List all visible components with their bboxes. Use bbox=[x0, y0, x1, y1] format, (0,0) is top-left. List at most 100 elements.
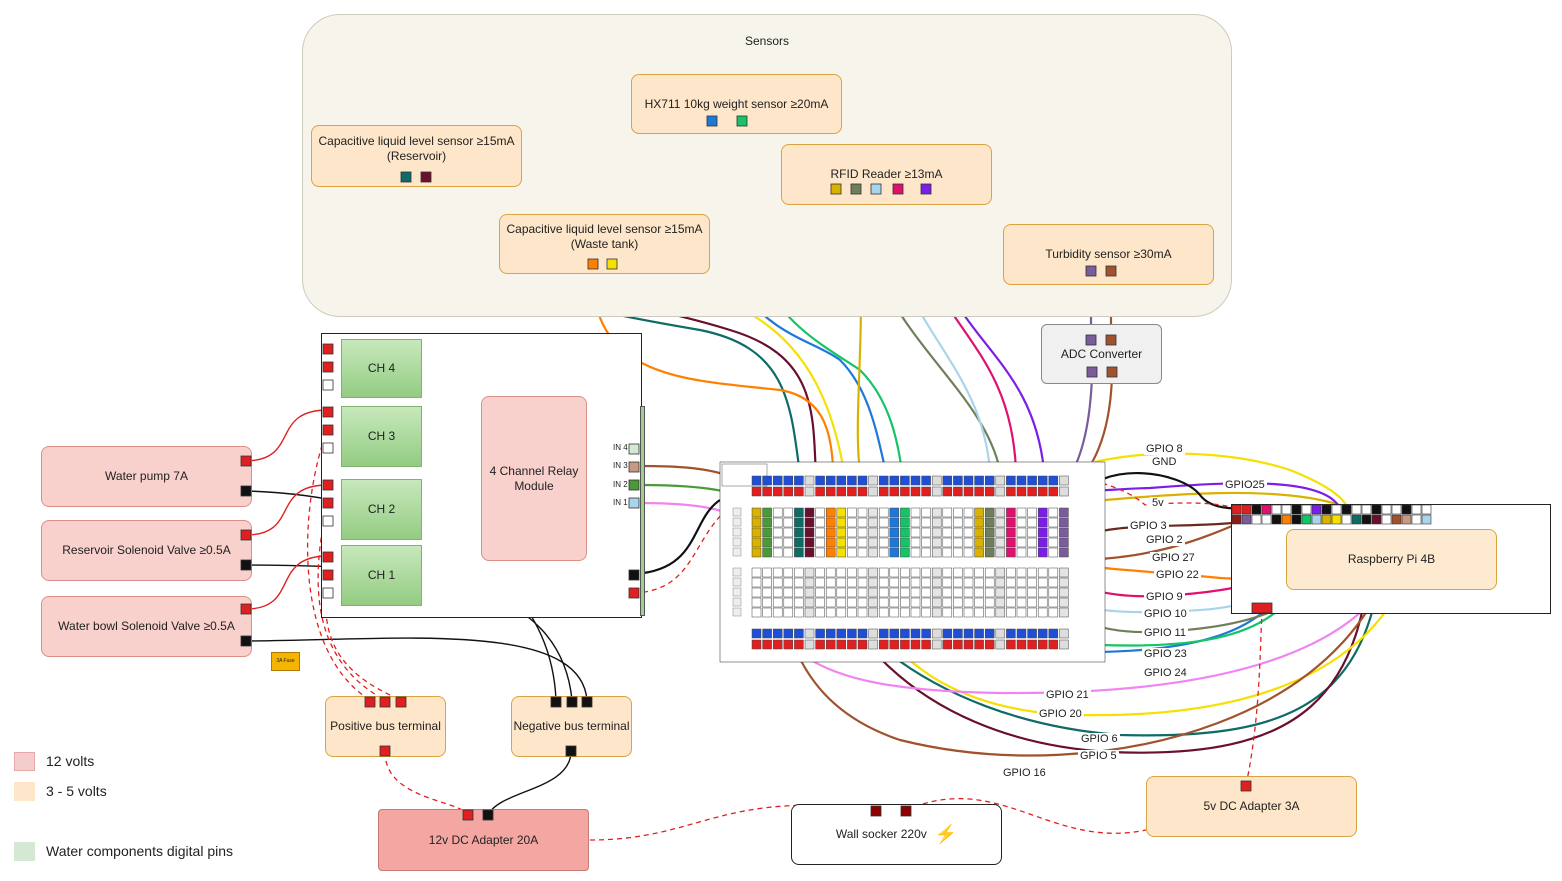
legend-35v-swatch bbox=[14, 782, 35, 801]
wall-socket-label: Wall socker 220v bbox=[835, 827, 927, 841]
pi-pin bbox=[1361, 504, 1372, 515]
pi-pin bbox=[1251, 504, 1262, 515]
gpio27-label: GPIO 27 bbox=[1150, 552, 1197, 564]
pi-pin bbox=[1421, 514, 1432, 525]
turbidity-label: Turbidity sensor ≥30mA bbox=[1045, 247, 1172, 261]
pi-pin bbox=[1411, 504, 1422, 515]
legend-digital-label: Water components digital pins bbox=[46, 843, 234, 859]
relay-channel-1: CH 1 bbox=[341, 545, 422, 606]
pi-pin bbox=[1391, 504, 1402, 515]
adc-converter[interactable]: ADC Converter bbox=[1041, 324, 1162, 384]
dc-adapter-5v[interactable]: 5v DC Adapter 3A bbox=[1146, 776, 1357, 837]
relay-input-strip bbox=[640, 406, 645, 616]
gpio20-label: GPIO 20 bbox=[1037, 708, 1084, 720]
capacitive-sensor-waste[interactable]: Capacitive liquid level sensor ≥15mA (Wa… bbox=[499, 214, 710, 274]
relay-channel-3-label: CH 3 bbox=[367, 429, 396, 443]
adapter-12v-label: 12v DC Adapter 20A bbox=[428, 832, 539, 847]
pi-pin bbox=[1311, 514, 1322, 525]
pin-adc-1 bbox=[1085, 334, 1097, 346]
pi-pin bbox=[1341, 504, 1352, 515]
pin-rfid-2 bbox=[850, 183, 862, 195]
pi-pin bbox=[1401, 504, 1412, 515]
wire-pos-reservoir bbox=[245, 484, 329, 536]
pi-pin bbox=[1311, 504, 1322, 515]
pi-pin bbox=[1371, 514, 1382, 525]
legend-digital-swatch bbox=[14, 842, 35, 861]
5v-label: 5v bbox=[1150, 497, 1166, 509]
gpio5-label: GPIO 5 bbox=[1078, 750, 1119, 762]
relay-module-label-box: 4 Channel Relay Module bbox=[481, 396, 587, 561]
negative-bus-label: Negative bus terminal bbox=[513, 719, 630, 733]
pin-adc-4 bbox=[1106, 366, 1118, 378]
dash-ch-bus-1 bbox=[307, 427, 371, 701]
gpio2-label: GPIO 2 bbox=[1144, 534, 1185, 546]
pi-pin bbox=[1341, 514, 1352, 525]
water-pump[interactable]: Water pump 7A bbox=[41, 446, 252, 507]
water-bowl-solenoid-valve[interactable]: Water bowl Solenoid Valve ≥0.5A bbox=[41, 596, 252, 657]
pi-pin bbox=[1381, 514, 1392, 525]
wall-socket[interactable]: Wall socker 220v ⚡ bbox=[791, 804, 1002, 865]
gnd-label: GND bbox=[1150, 456, 1179, 468]
pi-pin bbox=[1351, 504, 1362, 515]
pin-rfid-1 bbox=[830, 183, 842, 195]
relay-channel-1-label: CH 1 bbox=[367, 568, 396, 582]
pi-pin bbox=[1271, 504, 1282, 515]
pi-pin bbox=[1231, 514, 1242, 525]
pi-pin bbox=[1361, 514, 1372, 525]
hx711-sensor[interactable]: HX711 10kg weight sensor ≥20mA bbox=[631, 74, 842, 134]
relay-in4-label: IN 4 bbox=[613, 443, 628, 452]
pi-pin bbox=[1261, 504, 1272, 515]
wire-pos-bowl bbox=[245, 555, 329, 610]
relay-channel-4-label: CH 4 bbox=[367, 361, 396, 375]
gpio21-label: GPIO 21 bbox=[1044, 689, 1091, 701]
relay-channel-2-label: CH 2 bbox=[367, 502, 396, 516]
capacitive-sensor-reservoir[interactable]: Capacitive liquid level sensor ≥15mA (Re… bbox=[311, 125, 522, 187]
positive-bus-label: Positive bus terminal bbox=[330, 719, 441, 733]
gpio6-label: GPIO 6 bbox=[1079, 733, 1120, 745]
relay-channel-2: CH 2 bbox=[341, 479, 422, 540]
pin-turb-1 bbox=[1085, 265, 1097, 277]
raspberry-pi-label: Raspberry Pi 4B bbox=[1347, 552, 1436, 566]
pi-pin bbox=[1401, 514, 1412, 525]
pi-pin bbox=[1371, 504, 1382, 515]
gpio24-label: GPIO 24 bbox=[1142, 667, 1189, 679]
lightning-icon: ⚡ bbox=[934, 824, 958, 844]
wire-neg-adapter bbox=[487, 751, 572, 816]
legend-12v-label: 12 volts bbox=[46, 753, 95, 769]
pi-pin bbox=[1241, 514, 1252, 525]
reservoir-solenoid-valve[interactable]: Reservoir Solenoid Valve ≥0.5A bbox=[41, 520, 252, 581]
pi-pin bbox=[1251, 514, 1262, 525]
wire-pos-pump bbox=[245, 409, 329, 462]
pin-adc-2 bbox=[1105, 334, 1117, 346]
gpio22-label: GPIO 22 bbox=[1154, 569, 1201, 581]
pi-pin bbox=[1331, 504, 1342, 515]
adapter-5v-label: 5v DC Adapter 3A bbox=[1203, 799, 1300, 813]
pi-pin bbox=[1321, 514, 1332, 525]
reservoir-valve-label: Reservoir Solenoid Valve ≥0.5A bbox=[62, 543, 231, 557]
rfid-reader[interactable]: RFID Reader ≥13mA bbox=[781, 144, 992, 205]
bowl-valve-label: Water bowl Solenoid Valve ≥0.5A bbox=[58, 619, 235, 633]
fuse-label: 3A Fuse bbox=[276, 658, 295, 664]
cap-waste-line1: Capacitive liquid level sensor ≥15mA bbox=[506, 222, 703, 236]
legend-35v-label: 3 - 5 volts bbox=[46, 783, 107, 799]
pi-pin bbox=[1231, 504, 1242, 515]
wire-neg-bowl bbox=[245, 637, 588, 701]
pi-pin bbox=[1321, 504, 1332, 515]
pi-pin bbox=[1281, 504, 1292, 515]
pi-pin bbox=[1381, 504, 1392, 515]
relay-channel-3: CH 3 bbox=[341, 406, 422, 467]
cap-reservoir-line2: (Reservoir) bbox=[386, 149, 447, 163]
pi-pin bbox=[1281, 514, 1292, 525]
pin-reservoir-teal bbox=[400, 171, 412, 183]
gpio10-label: GPIO 10 bbox=[1142, 608, 1189, 620]
gpio23-label: GPIO 23 bbox=[1142, 648, 1189, 660]
raspberry-pi-label-box[interactable]: Raspberry Pi 4B bbox=[1286, 529, 1497, 590]
pi-pin bbox=[1391, 514, 1402, 525]
pi-pin bbox=[1421, 504, 1432, 515]
relay-in3-label: IN 3 bbox=[613, 461, 628, 470]
pin-adc-3 bbox=[1086, 366, 1098, 378]
relay-module-label: 4 Channel Relay Module bbox=[489, 463, 579, 493]
pi-pin bbox=[1241, 504, 1252, 515]
